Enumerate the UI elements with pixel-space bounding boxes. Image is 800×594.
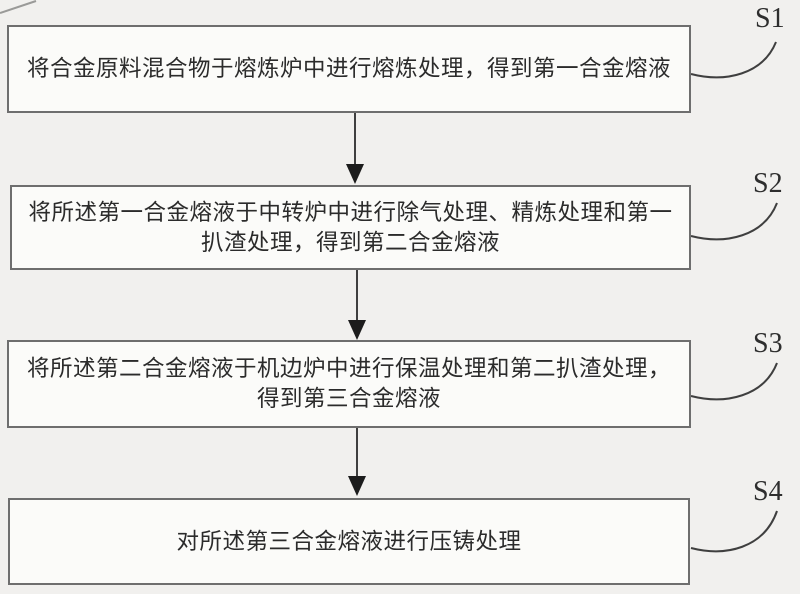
step-text: 扒渣处理，得到第二合金熔液: [200, 229, 500, 256]
step-text: 将所述第二合金熔液于机边炉中进行保温处理和第二扒渣处理，: [26, 356, 671, 382]
scan-artifact-line: [0, 0, 37, 14]
s3-leader-curve: [690, 362, 778, 401]
s4-leader-curve: [690, 510, 778, 553]
flow-arrow-3: [348, 428, 366, 496]
s2-leader-curve: [690, 202, 778, 241]
step-text: 将合金原料混合物于熔炼炉中进行熔炼处理，得到第一合金熔液: [26, 56, 671, 82]
s1-leader-curve: [690, 41, 777, 79]
step-label-s1: S1: [755, 3, 785, 34]
step-text: 将所述第一合金熔液于中转炉中进行除气处理、精炼处理和第一: [28, 199, 673, 226]
step-text: 得到第三合金熔液: [256, 386, 441, 412]
step-box-s4: 对所述第三合金熔液进行压铸处理: [8, 498, 690, 585]
step-label-s4: S4: [753, 476, 783, 507]
step-box-s3: 将所述第二合金熔液于机边炉中进行保温处理和第二扒渣处理， 得到第三合金熔液: [7, 340, 691, 428]
step-label-s2: S2: [753, 168, 783, 199]
step-box-s2: 将所述第一合金熔液于中转炉中进行除气处理、精炼处理和第一 扒渣处理，得到第二合金…: [10, 185, 691, 270]
step-text: 对所述第三合金熔液进行压铸处理: [176, 528, 522, 555]
step-label-s3: S3: [753, 328, 783, 359]
flow-arrow-1: [346, 113, 364, 184]
flow-arrow-2: [348, 270, 366, 340]
step-box-s1: 将合金原料混合物于熔炼炉中进行熔炼处理，得到第一合金熔液: [7, 25, 691, 113]
